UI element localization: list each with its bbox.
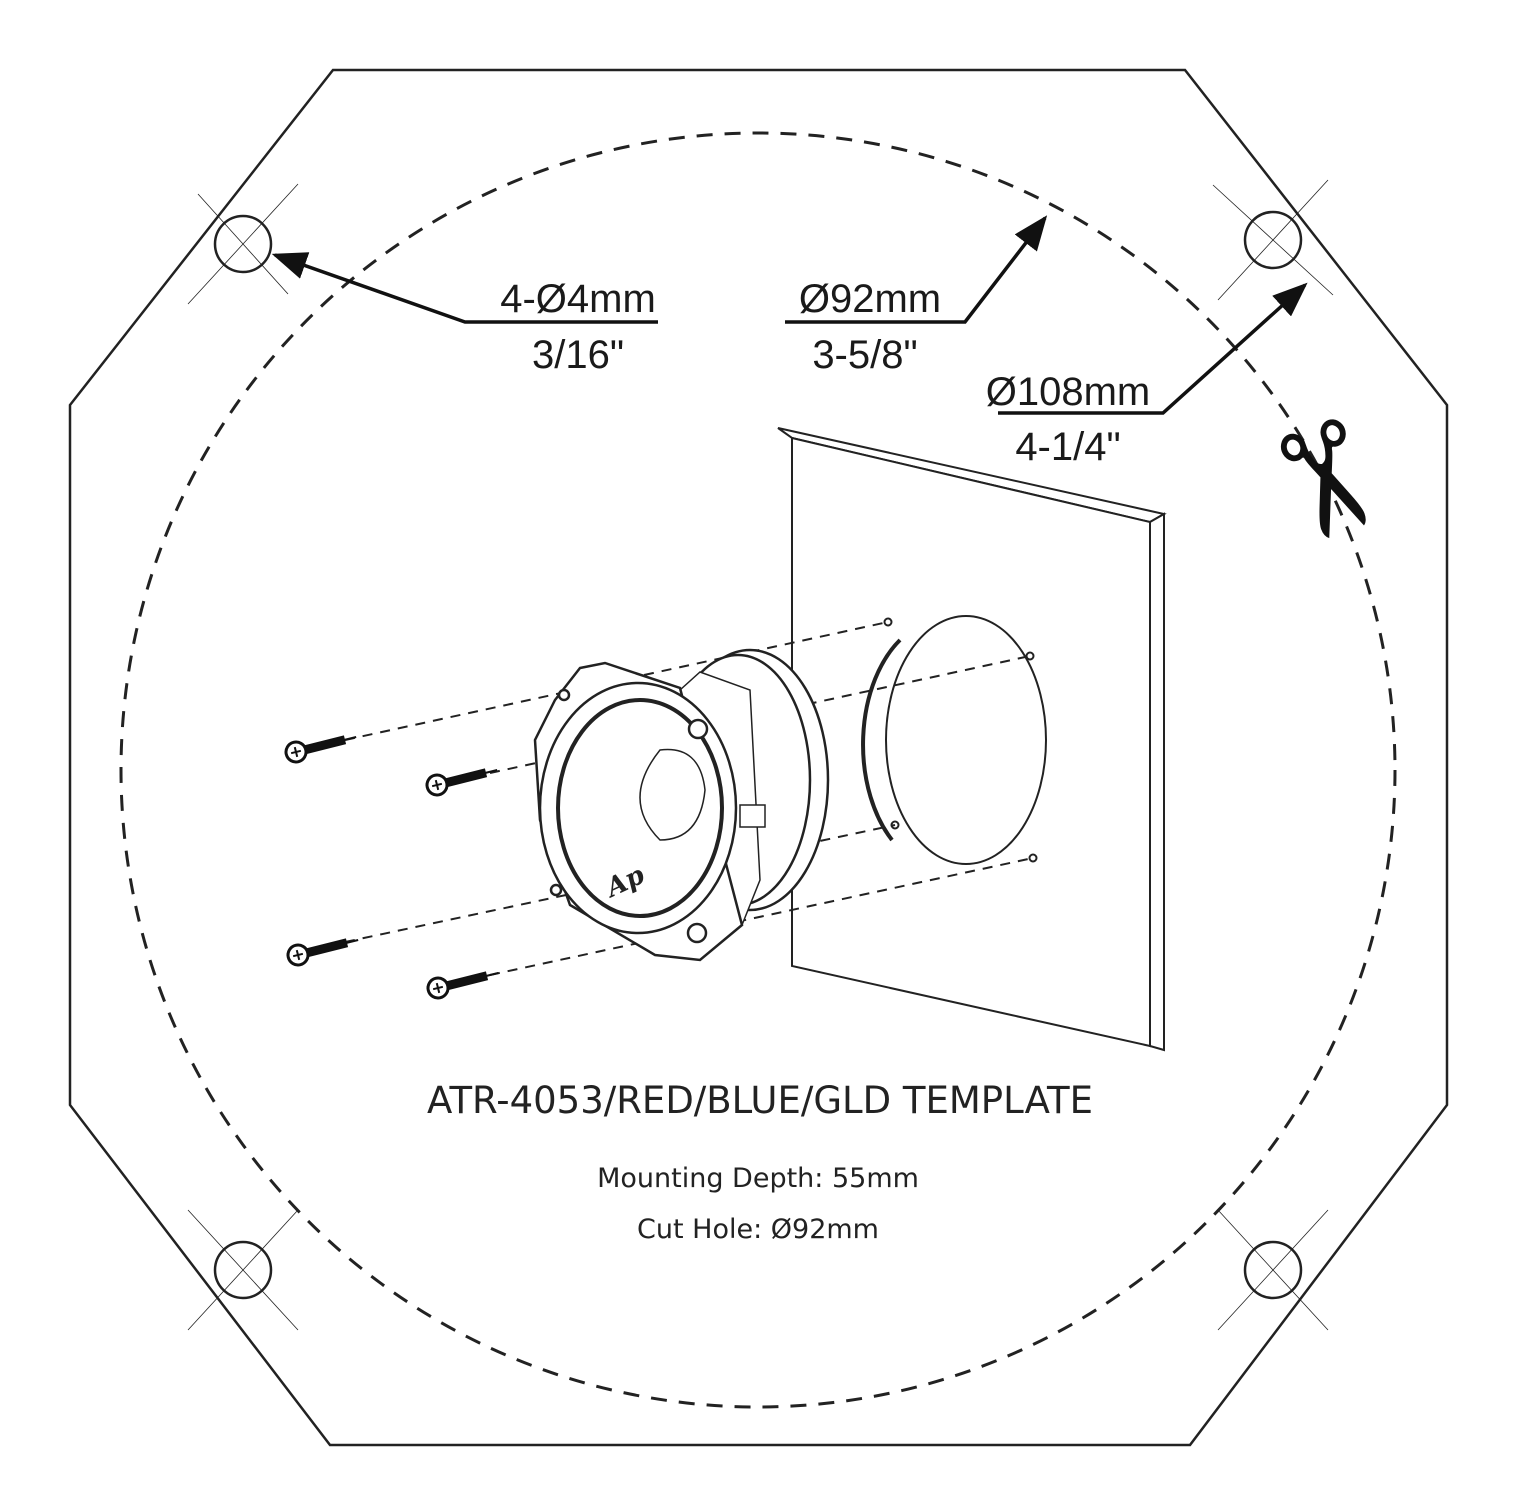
tweeter: Ap bbox=[533, 648, 830, 962]
scissors-icon: ✂ bbox=[1221, 393, 1427, 571]
cutout-size-imperial: 3-5/8" bbox=[812, 333, 917, 377]
screw-icon bbox=[284, 735, 499, 1000]
outer-size-metric: Ø108mm bbox=[986, 370, 1151, 414]
hole-size-metric: 4-Ø4mm bbox=[500, 277, 656, 321]
hole-size-imperial: 3/16" bbox=[532, 333, 624, 377]
cutout-size-metric: Ø92mm bbox=[799, 277, 941, 321]
mounting-panel bbox=[777, 427, 1167, 1052]
outer-size-imperial: 4-1/4" bbox=[1015, 425, 1120, 469]
panel-cutout bbox=[885, 615, 1047, 865]
template-outline bbox=[68, 68, 1449, 1447]
mounting-depth: Mounting Depth: 55mm bbox=[597, 1163, 919, 1194]
mounting-hole-icon bbox=[187, 179, 1334, 1331]
callout-leaders bbox=[271, 215, 1308, 415]
template-title: ATR-4053/RED/BLUE/GLD TEMPLATE bbox=[427, 1079, 1093, 1122]
cut-line-circle bbox=[119, 131, 1397, 1409]
cut-hole-size: Cut Hole: Ø92mm bbox=[637, 1214, 879, 1245]
